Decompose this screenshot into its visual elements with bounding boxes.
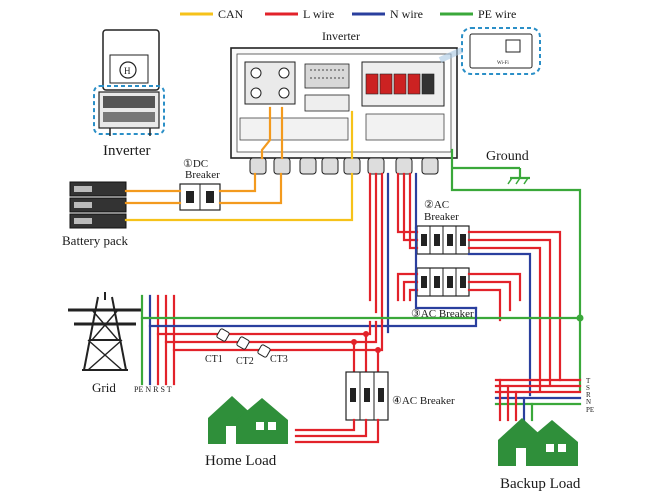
dc-breaker: ①DC Breaker <box>179 158 221 211</box>
ac-breaker-4: ④AC Breaker <box>294 331 455 444</box>
backup-label-N: N <box>586 398 591 406</box>
current-transformers: CT1 CT2 CT3 <box>205 328 288 367</box>
ct3-icon <box>257 344 271 358</box>
ct1-label: CT1 <box>205 354 223 365</box>
comm-connectors <box>304 63 350 89</box>
backup-output-wires <box>467 230 582 422</box>
inverter-logo-icon <box>119 61 137 79</box>
backup-label-T: T <box>586 377 591 385</box>
ac-breaker-2-word: Breaker <box>424 211 459 223</box>
backup-label-R: R <box>586 391 591 399</box>
backup-load-label: Backup Load <box>500 476 581 492</box>
battery-module-1 <box>69 181 127 197</box>
grid-terminals-label: PE N R S T <box>134 385 172 394</box>
battery-module-2 <box>69 197 127 213</box>
ground: Ground <box>452 149 530 185</box>
grid-wires <box>140 294 176 386</box>
cable-glands <box>249 157 439 175</box>
pylon-icon <box>83 296 99 371</box>
ac-breaker-2-number: ②AC <box>424 199 449 211</box>
backup-label-S: S <box>586 384 590 392</box>
ac-breaker-4-label: ④AC Breaker <box>392 395 455 407</box>
backup-terminal-labels: T S R N PE <box>586 377 594 414</box>
can-wire <box>124 172 354 222</box>
battery-pack: Battery pack <box>62 181 129 248</box>
legend-l-label: L wire <box>303 7 334 21</box>
svg-text:H: H <box>124 66 131 76</box>
pe-junction <box>576 314 584 322</box>
legend-pe-label: PE wire <box>478 7 516 21</box>
ethernet-port-icon <box>505 39 521 53</box>
home-load-label: Home Load <box>205 453 277 469</box>
inverter-ac-wires <box>368 172 419 334</box>
pe-backup-wire <box>450 148 582 392</box>
dc-breaker-number: ①DC <box>183 158 208 170</box>
ct1-icon <box>216 328 230 342</box>
legend-can-label: CAN <box>218 7 244 21</box>
legend-n-label: N wire <box>390 7 423 21</box>
inverter-wiring-highlight <box>93 85 165 135</box>
inverter-illustration: H Inverter <box>93 29 165 159</box>
ac-breaker-3-label: ③AC Breaker <box>411 308 474 320</box>
ground-label: Ground <box>486 149 529 164</box>
grid-feed-wires <box>140 226 582 352</box>
dc-wires <box>124 106 284 205</box>
inverter-top-label: Inverter <box>322 29 360 43</box>
battery-pack-label: Battery pack <box>62 233 129 248</box>
home-load: Home Load <box>205 396 288 469</box>
inverter-side-label: Inverter <box>103 143 150 159</box>
backup-load: Backup Load <box>498 418 581 492</box>
ct2-label: CT2 <box>236 356 254 367</box>
ct2-icon <box>236 336 250 350</box>
dc-breaker-word: Breaker <box>185 169 220 181</box>
ct3-label: CT3 <box>270 354 288 365</box>
dc-terminal-block <box>244 61 296 105</box>
main-inverter-panel: Inverter <box>230 27 541 175</box>
ac-breaker-2: ②AC Breaker <box>416 199 470 297</box>
grid-label: Grid <box>92 380 116 395</box>
port-label: Wi-Fi <box>497 61 509 66</box>
grid-tower: Grid PE N R S T <box>68 292 172 395</box>
legend: CAN L wire N wire PE wire <box>180 7 516 21</box>
backup-label-PE: PE <box>586 406 594 414</box>
